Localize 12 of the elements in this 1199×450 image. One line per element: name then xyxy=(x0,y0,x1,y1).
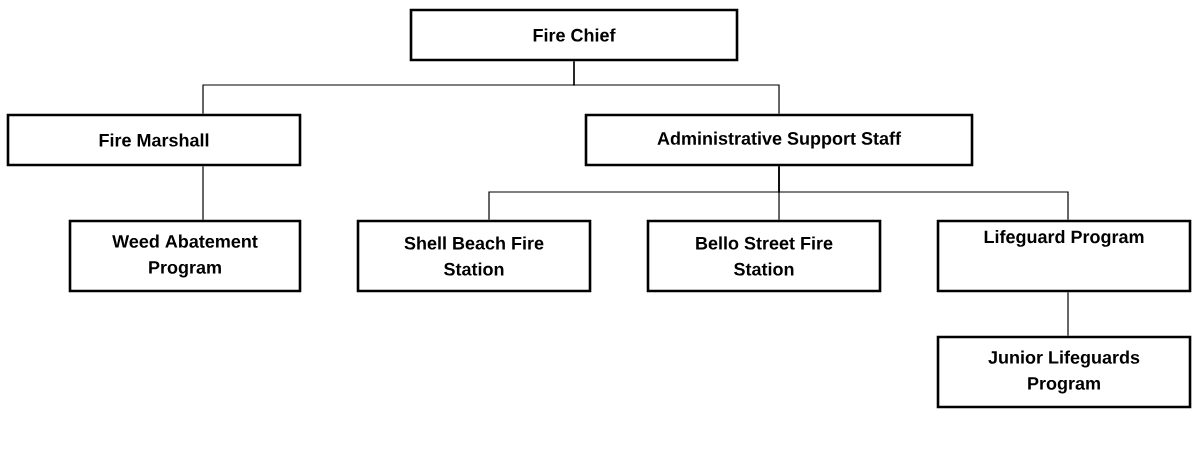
org-box: Junior Lifeguards Program xyxy=(936,335,1192,409)
org-box: Lifeguard Program xyxy=(936,219,1192,293)
connector-line xyxy=(778,165,1069,221)
connector-line xyxy=(573,60,780,115)
org-box: Administrative Support Staff xyxy=(584,113,974,167)
connector-line xyxy=(202,165,204,221)
org-box: Bello Street Fire Station xyxy=(646,219,882,293)
org-box: Fire Marshall xyxy=(6,113,302,167)
org-box: Fire Chief xyxy=(409,8,739,62)
org-box: Shell Beach Fire Station xyxy=(356,219,592,293)
org-box: Weed Abatement Program xyxy=(68,219,302,293)
connector-line xyxy=(1067,291,1069,337)
